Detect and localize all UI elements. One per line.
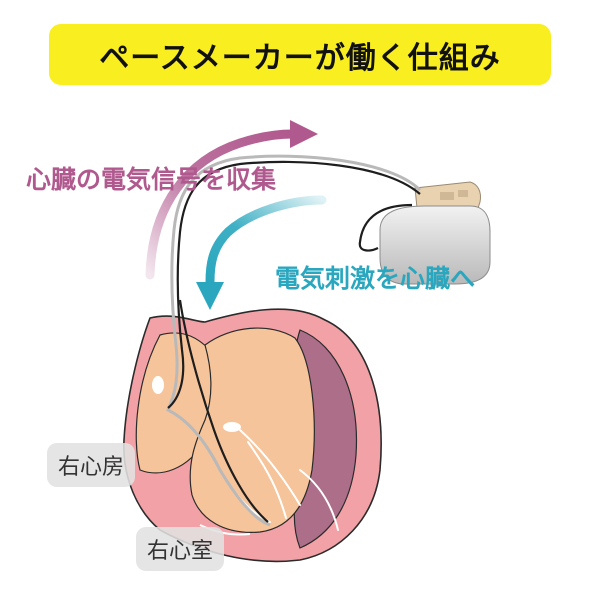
right-ventricle-label: 右心室 (136, 527, 225, 571)
heart-highlight (152, 376, 164, 394)
right-atrium-label: 右心房 (47, 443, 136, 487)
right-ventricle-chamber (189, 327, 315, 533)
title-banner: ペースメーカーが働く仕組み (49, 24, 551, 85)
stimulate-arrow-shaft (205, 195, 327, 287)
lead-wire-ventricular (178, 203, 413, 523)
stimulate-signal-label: 電気刺激を心臓へ (275, 264, 476, 293)
collect-signal-arrow (145, 120, 318, 280)
pacemaker-connector (458, 190, 468, 197)
collect-signal-label: 心臓の電気信号を収集 (26, 165, 277, 194)
heart-illustration (123, 308, 382, 563)
pacemaker-body (379, 205, 491, 285)
lead-wire-atrial (167, 160, 421, 409)
pacemaker-leads (166, 154, 422, 527)
collect-arrow-shaft (145, 129, 297, 280)
pacemaker-device (379, 181, 491, 285)
lead-wire-outer (166, 154, 422, 527)
pacemaker-connector (440, 192, 454, 200)
heart-highlight (223, 422, 241, 432)
stimulate-arrow-head (196, 282, 224, 310)
stimulate-signal-arrow (196, 195, 327, 310)
page-title: ペースメーカーが働く仕組み (99, 40, 501, 76)
collect-arrow-head (290, 120, 318, 148)
heart-tissue-detail (224, 429, 339, 531)
